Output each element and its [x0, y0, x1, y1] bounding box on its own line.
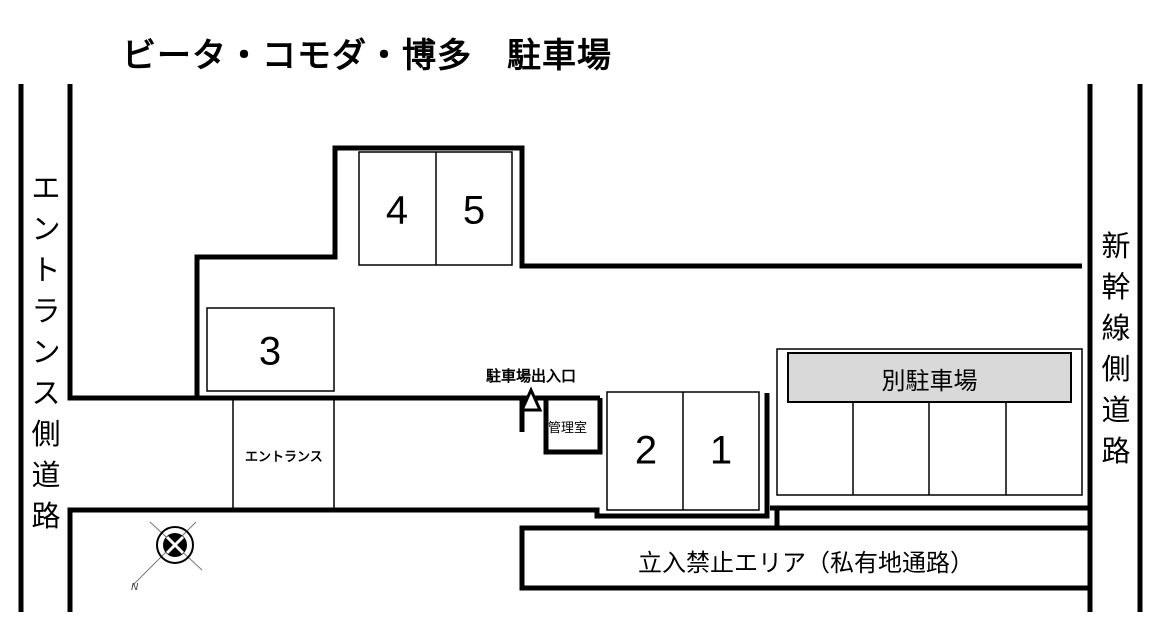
management-room-outline [543, 398, 603, 455]
restricted-area-label: 立入禁止エリア（私有地通路） [638, 549, 974, 577]
separate-parking-label: 別駐車場 [881, 367, 978, 395]
parking-entrance-icon [519, 386, 543, 412]
parking-entrance-label: 駐車場出入口 [486, 367, 577, 385]
lot-lower-boundary [67, 393, 770, 612]
management-room-label: 管理室 [548, 421, 588, 436]
restricted-area-outline [519, 525, 1093, 591]
entrance-label: エントランス [245, 450, 323, 465]
space-number-2: 2 [634, 428, 658, 473]
space-number-5: 5 [462, 188, 486, 233]
north-label: N [131, 582, 139, 593]
parking-space-3 [206, 307, 335, 392]
left-road-label: エントランス側道路 [31, 171, 61, 533]
lot-upper-boundary [67, 84, 1082, 401]
space-number-3: 3 [258, 329, 282, 374]
page-title: ビータ・コモダ・博多 駐車場 [122, 36, 612, 76]
right-road-label: 新幹線側道路 [1101, 229, 1131, 468]
space-number-4: 4 [385, 188, 409, 233]
north-compass-icon [131, 521, 203, 587]
space-number-1: 1 [709, 428, 733, 473]
separate-parking-label-box [787, 352, 1072, 403]
